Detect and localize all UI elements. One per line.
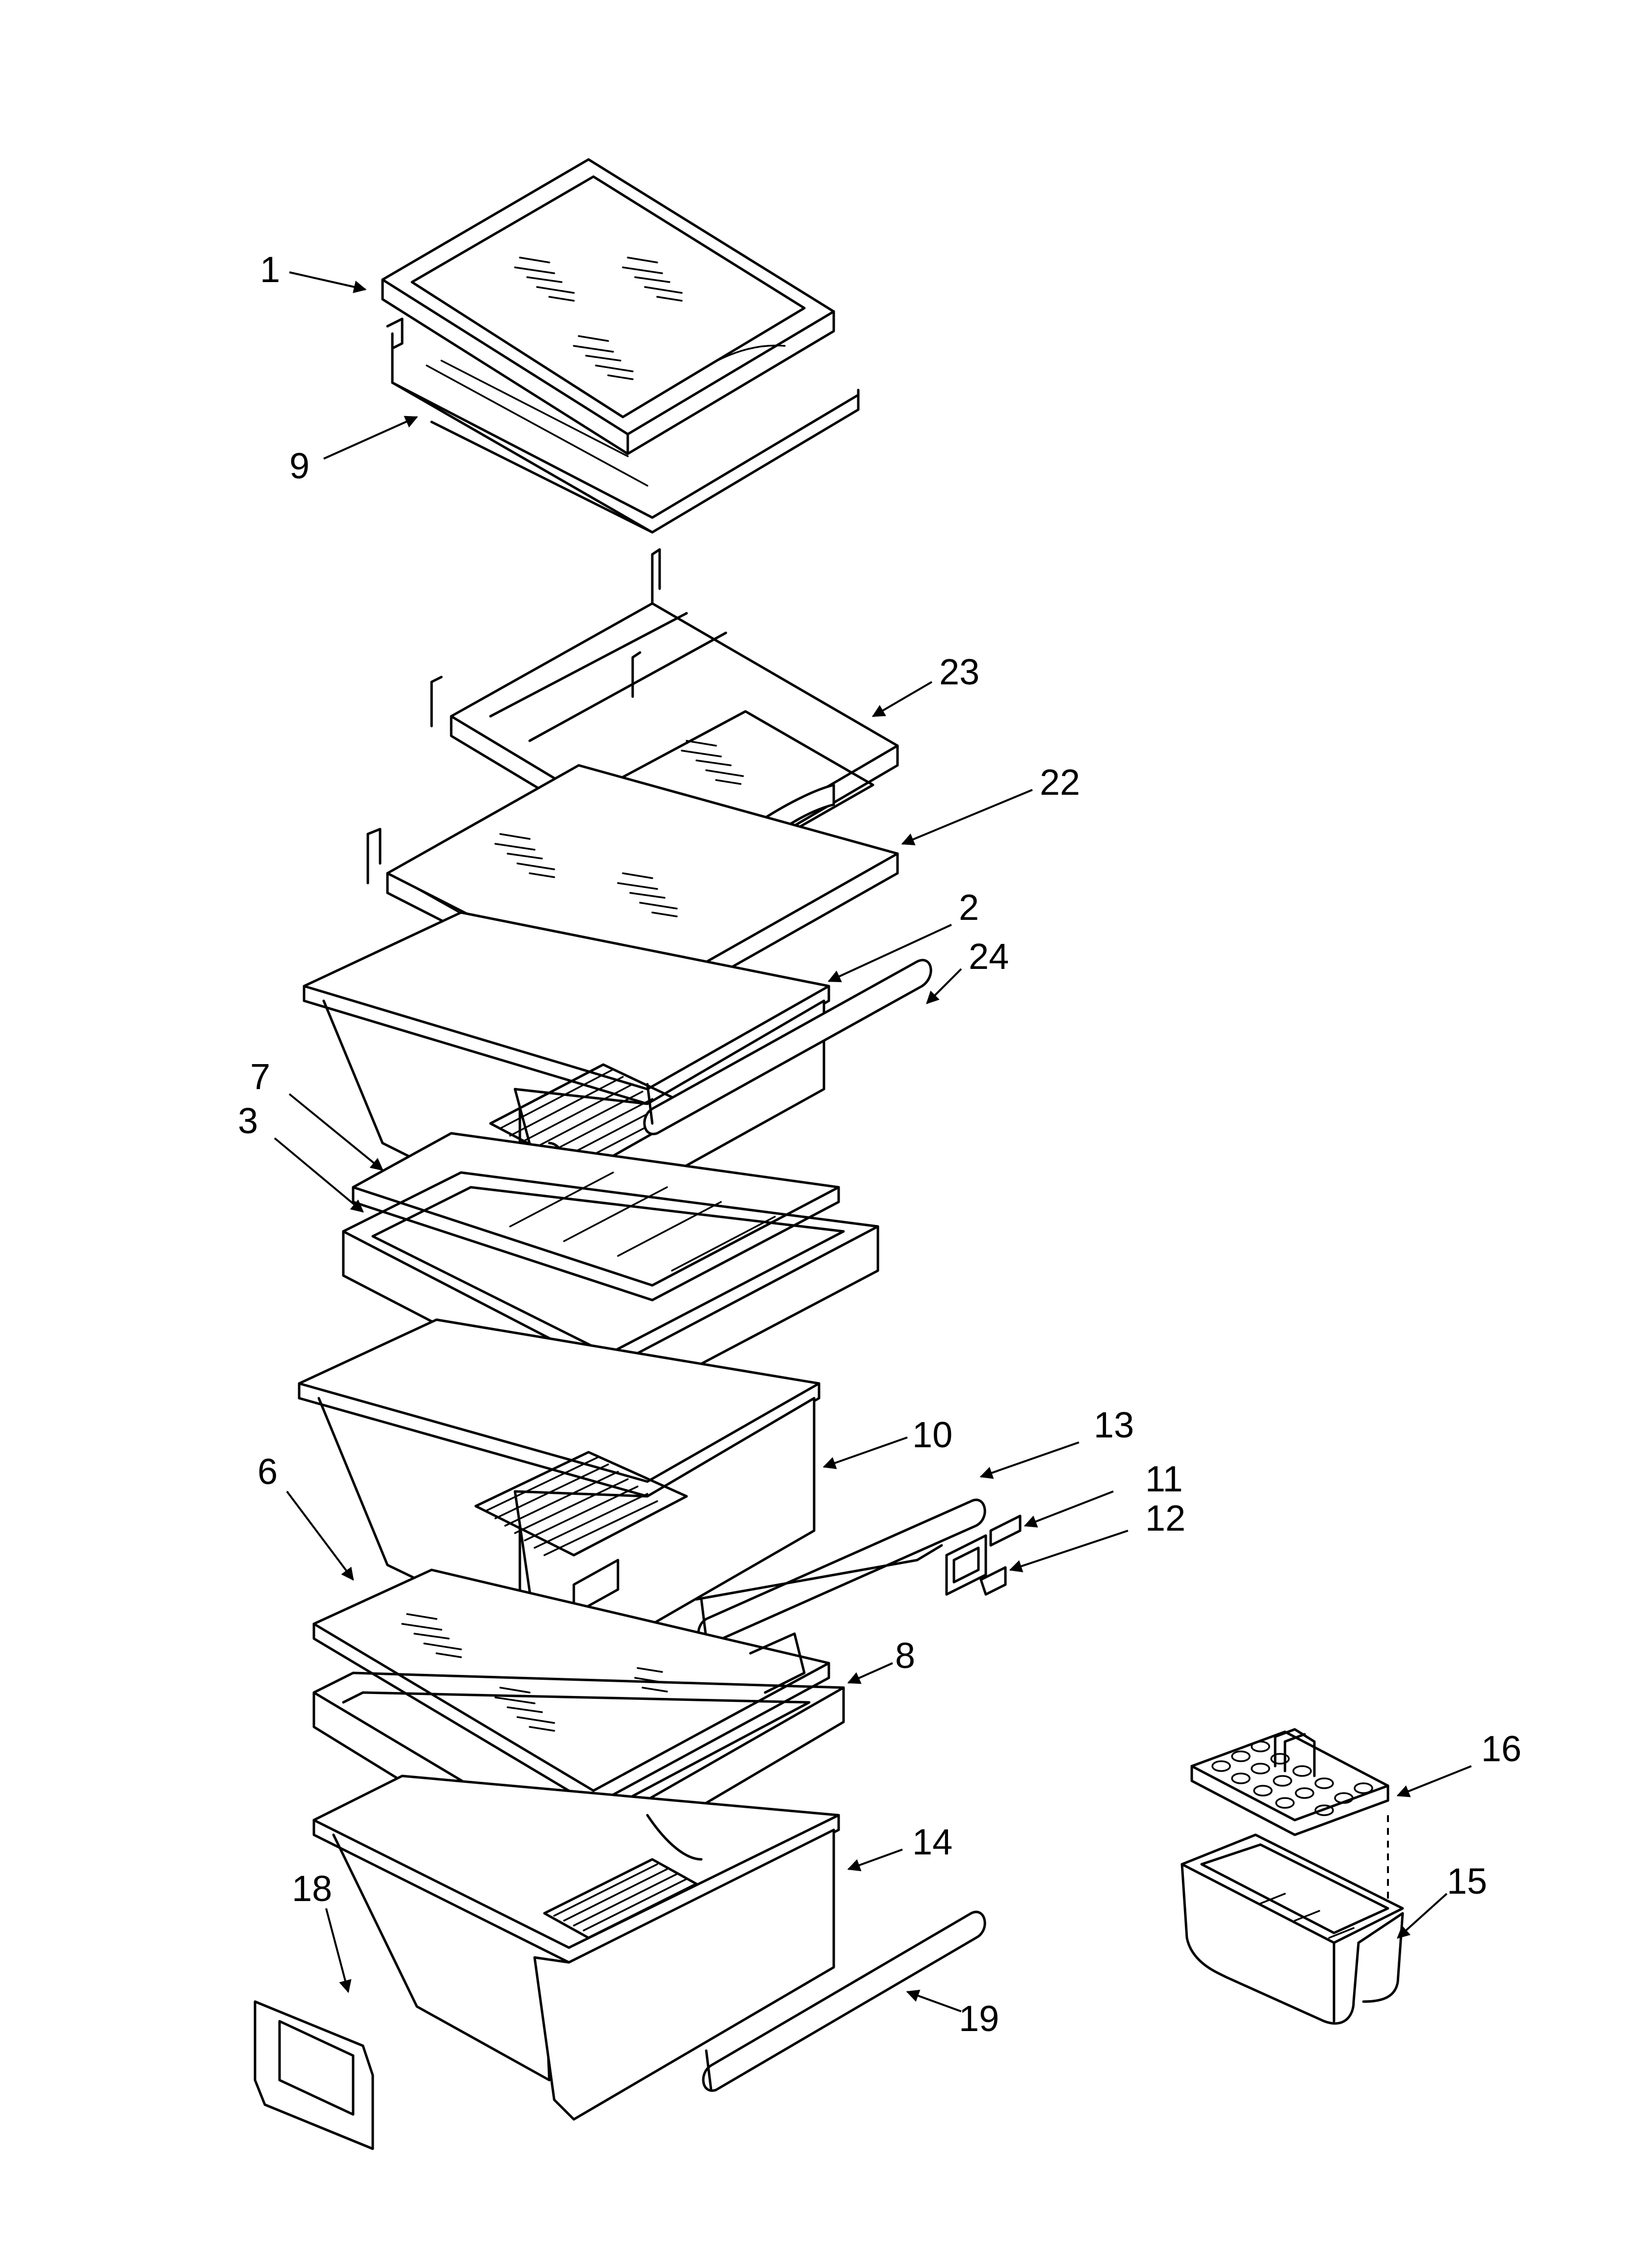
- part-1-glass-shelf: [381, 158, 835, 455]
- callout-14: 14: [912, 1822, 952, 1862]
- callout-16: 16: [1481, 1728, 1521, 1769]
- callout-8: 8: [895, 1635, 915, 1676]
- callout-9: 9: [289, 445, 309, 486]
- callout-18: 18: [292, 1868, 332, 1909]
- callout-3: 3: [238, 1100, 258, 1141]
- part-9-shelf-frame: [386, 317, 860, 534]
- callout-2: 2: [959, 887, 979, 928]
- callout-labels: 1 9 23 22 2 24 7 3 10 13 11 12 6 8 16 15…: [238, 249, 1521, 2039]
- part-24-crisper-cover: [643, 959, 932, 1135]
- callout-6: 6: [257, 1451, 278, 1492]
- part-18-crisper-label: [254, 2000, 374, 2150]
- callout-24: 24: [969, 936, 1009, 977]
- callout-19: 19: [959, 1998, 999, 2039]
- part-12-control-bracket: [945, 1534, 1007, 1596]
- part-11-slide-control: [989, 1514, 1022, 1547]
- callout-10: 10: [912, 1414, 952, 1455]
- callout-23: 23: [939, 652, 979, 692]
- part-13-crisper-cover: [695, 1498, 986, 1645]
- callout-12: 12: [1145, 1498, 1185, 1538]
- egg-holes: [1211, 1741, 1373, 1816]
- callout-1: 1: [260, 249, 280, 290]
- callout-13: 13: [1094, 1405, 1134, 1445]
- glass-hatch-marks: [514, 257, 683, 380]
- part-15-egg-bin: [1180, 1815, 1404, 2025]
- callout-7: 7: [250, 1056, 270, 1097]
- part-3-crisper-frame: [342, 1171, 879, 1414]
- callout-22: 22: [1040, 762, 1080, 803]
- part-16-egg-tray: [1190, 1728, 1389, 1836]
- leader-lines: [274, 271, 1472, 2012]
- part-14-crisper-pan: [312, 1774, 840, 2121]
- callout-11: 11: [1145, 1459, 1183, 1499]
- callout-15: 15: [1447, 1861, 1487, 1902]
- part-19-crisper-cover: [702, 1910, 986, 2092]
